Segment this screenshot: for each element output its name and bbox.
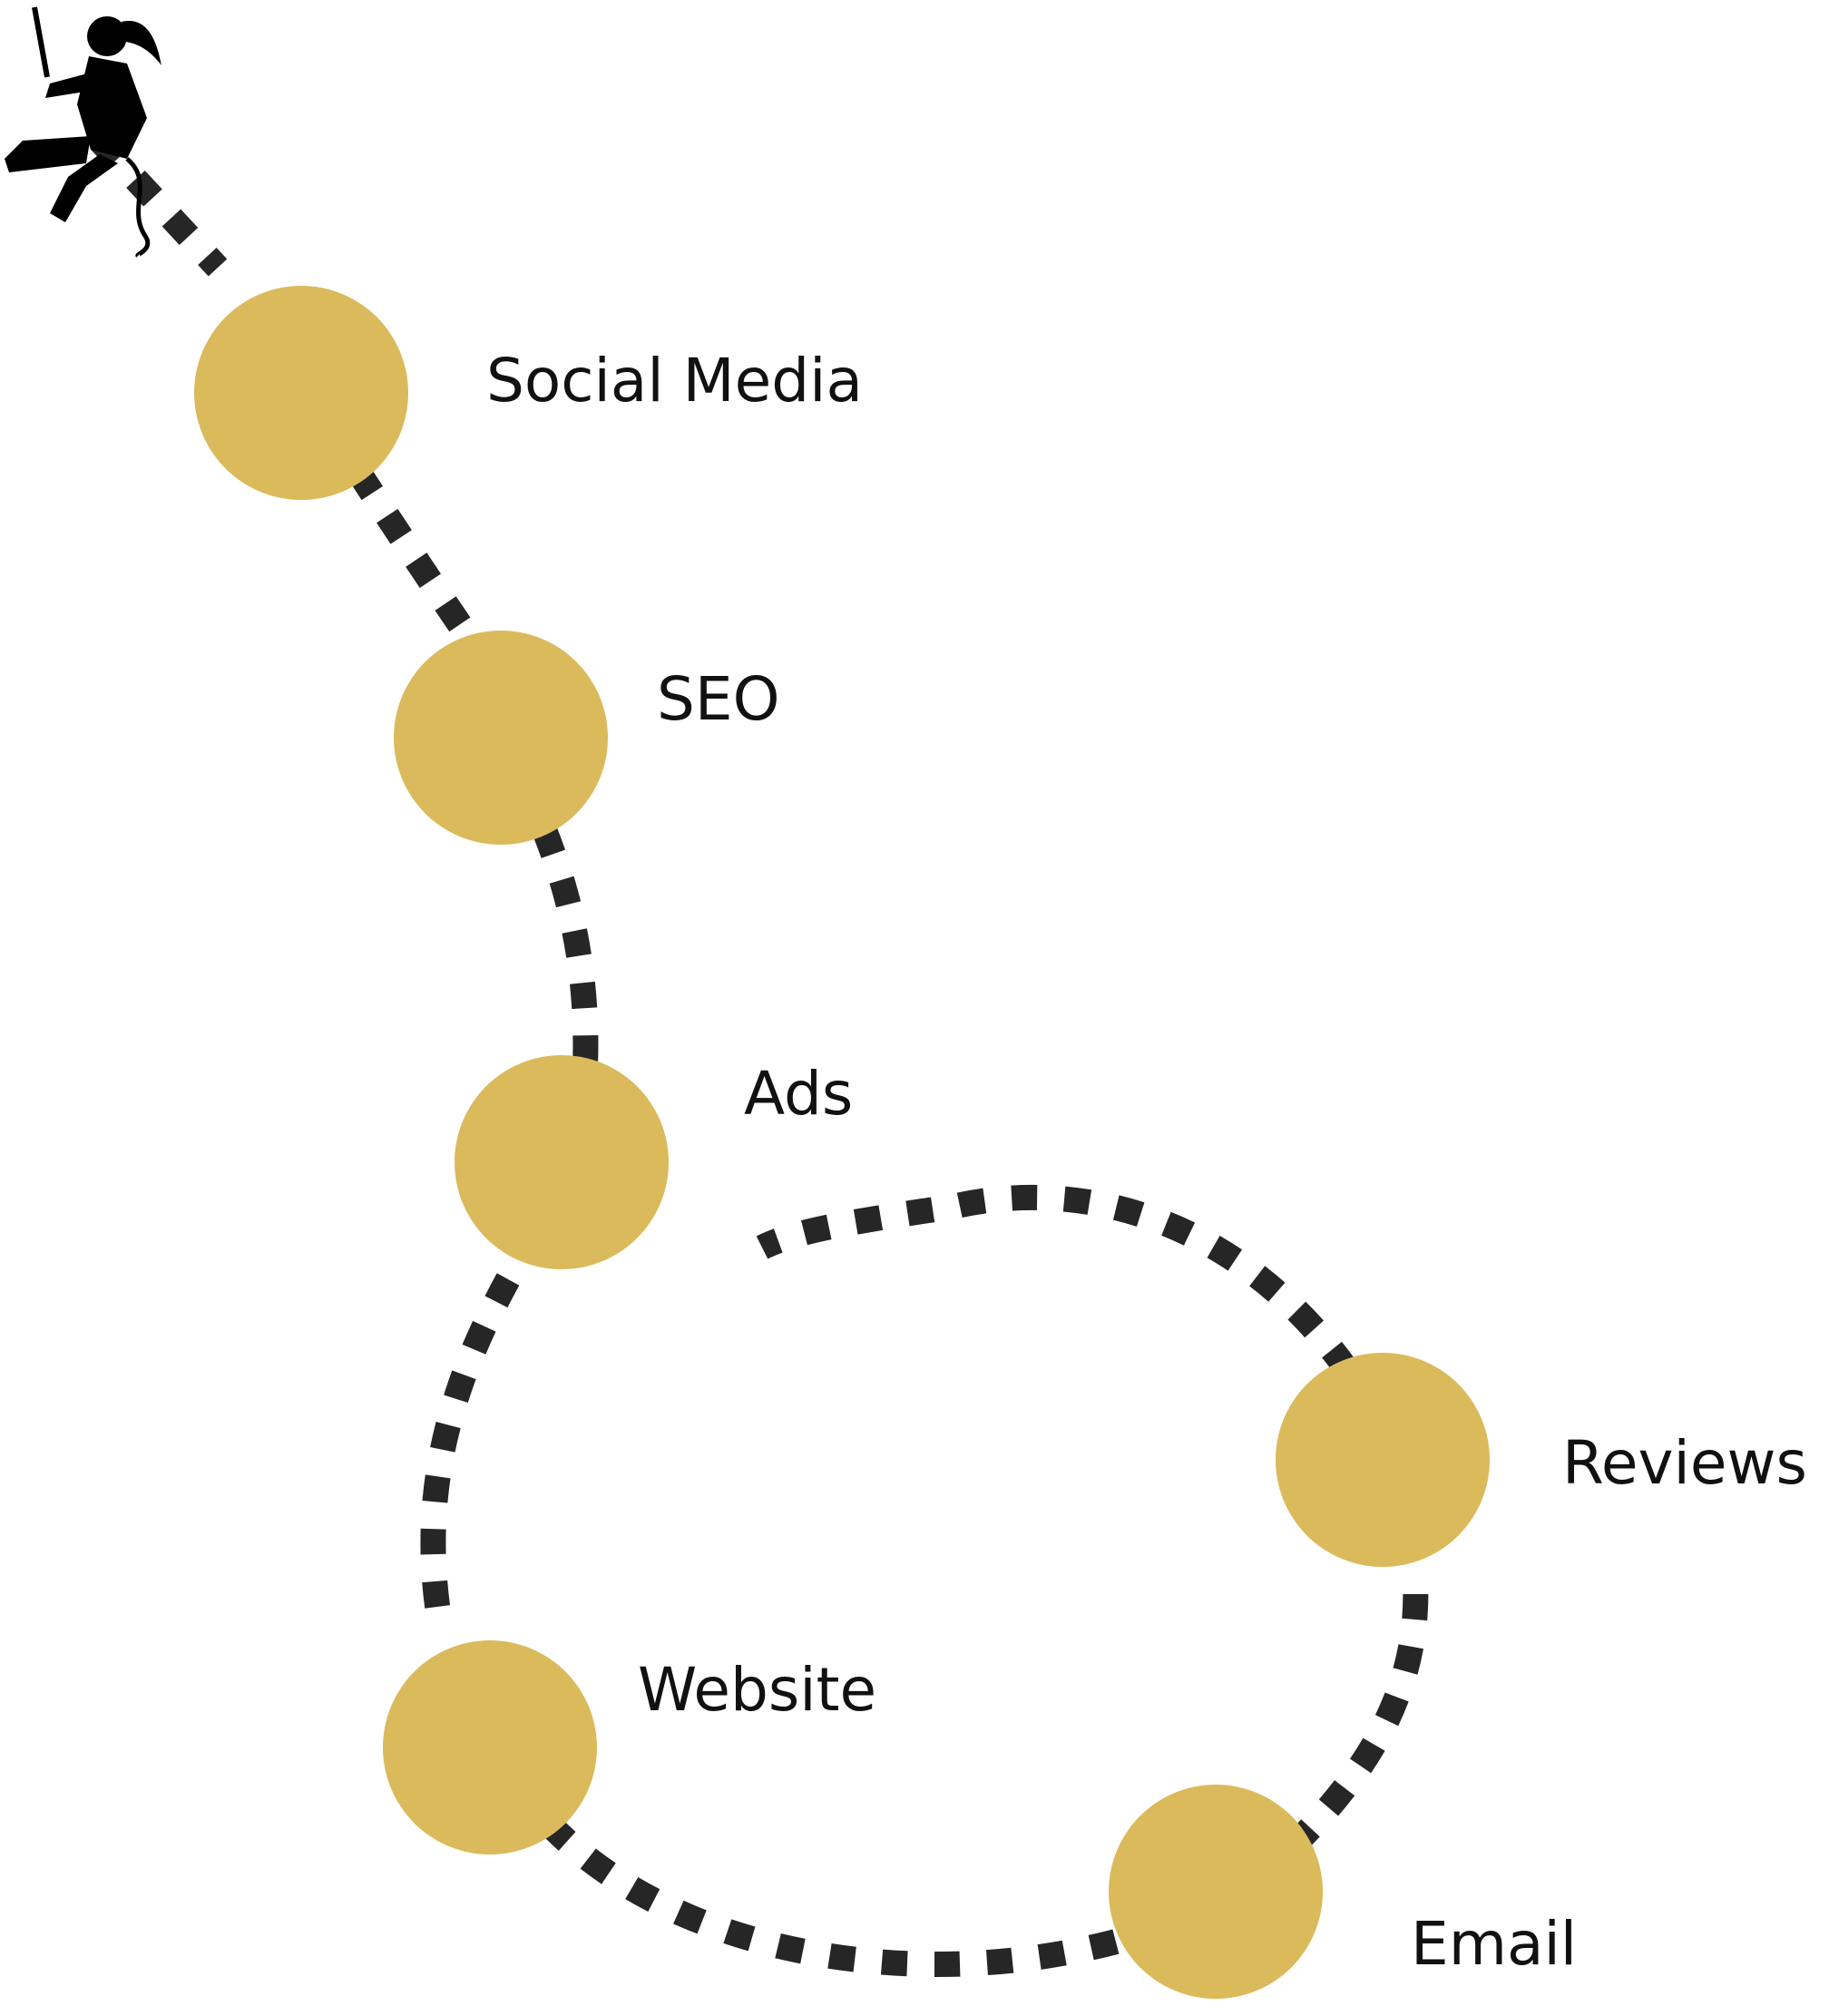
node-label-website: Website [638, 1655, 876, 1725]
node-circle-website [383, 1640, 597, 1855]
path-segment-website-to-email [539, 1815, 1120, 1977]
node-label-reviews: Reviews [1562, 1428, 1807, 1498]
node-email: Email [1109, 1785, 1577, 1999]
node-label-seo: SEO [657, 664, 780, 734]
node-circle-email [1109, 1785, 1323, 1999]
node-website: Website [383, 1640, 876, 1855]
path-segment-ads-to-website [420, 1273, 520, 1627]
node-reviews: Reviews [1276, 1353, 1807, 1567]
path-segment-social-to-seo [347, 465, 487, 656]
climber-icon [5, 6, 161, 259]
node-label-email: Email [1411, 1909, 1577, 1979]
node-circle-seo [394, 631, 608, 845]
path-segment-reviews-to-ads-loop [756, 1184, 1358, 1378]
node-circle-ads [455, 1055, 669, 1269]
node-seo: SEO [394, 631, 780, 845]
nodes: Social Media SEO Ads Reviews Website Ema… [194, 286, 1807, 1999]
path-segment-seo-to-ads [533, 825, 599, 1067]
node-social-media: Social Media [194, 286, 863, 500]
node-circle-social-media [194, 286, 408, 500]
path-segment-climber-to-social [90, 132, 228, 277]
dashed-path [90, 132, 1429, 1977]
path-segment-email-to-reviews [1284, 1578, 1429, 1855]
node-label-social-media: Social Media [486, 346, 863, 416]
node-label-ads: Ads [744, 1059, 853, 1129]
node-ads: Ads [455, 1055, 853, 1269]
node-circle-reviews [1276, 1353, 1490, 1567]
